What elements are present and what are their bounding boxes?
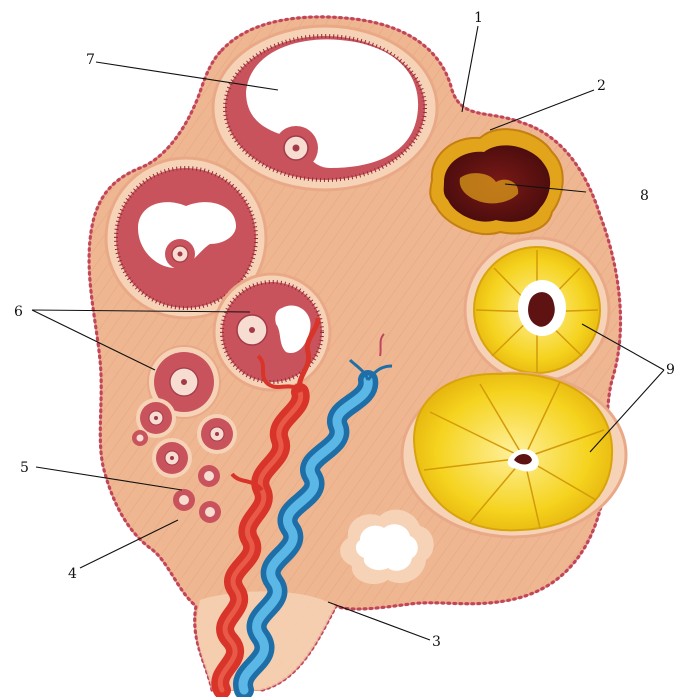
label-2: 2 [597, 78, 606, 94]
label-3: 3 [432, 634, 441, 650]
label-9: 9 [666, 362, 675, 378]
label-6: 6 [14, 304, 23, 320]
mature-follicle [213, 26, 437, 190]
label-8: 8 [640, 188, 649, 204]
corpus-luteum-lower [402, 373, 626, 537]
corpus-luteum-upper [465, 238, 609, 382]
label-7: 7 [86, 52, 95, 68]
primary-follicle-small-b [197, 414, 237, 454]
label-1: 1 [474, 10, 483, 26]
label-4: 4 [68, 566, 77, 582]
oocyte-nucleus [293, 145, 300, 152]
corpus-rubrum [430, 129, 562, 234]
label-5: 5 [20, 460, 29, 476]
primary-follicle-small-c [152, 438, 192, 478]
